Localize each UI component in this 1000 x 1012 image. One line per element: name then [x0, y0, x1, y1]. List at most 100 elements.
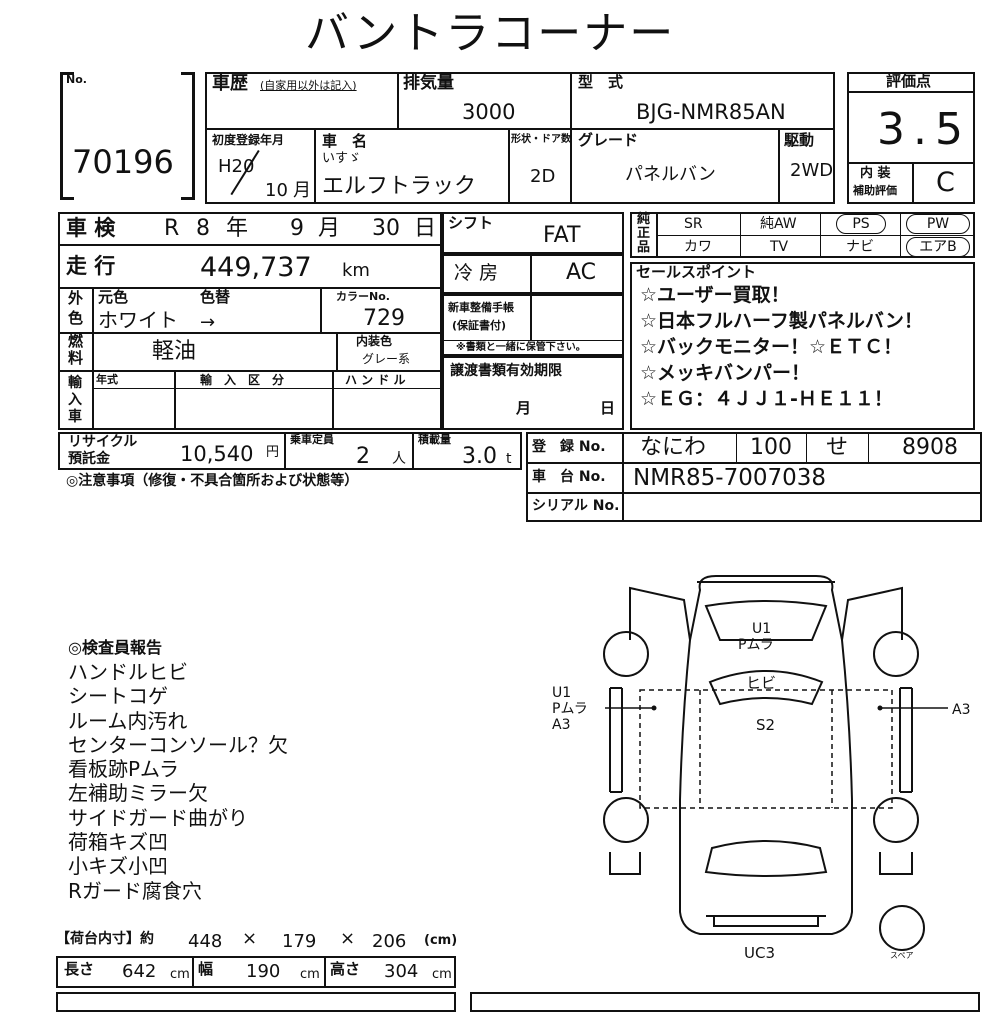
interior-color-value: グレー系: [362, 352, 411, 366]
diagram-spare-label: スペア: [890, 951, 914, 960]
tire-front-right: [873, 631, 919, 677]
cargo-unit: (cm): [424, 933, 458, 948]
report-item: 左補助ミラー欠: [68, 781, 208, 806]
report-item: シートコゲ: [68, 684, 168, 709]
width-value: 190: [246, 961, 281, 982]
report-item: サイドガード曲がり: [68, 805, 248, 830]
warranty-label-2: (保証書付): [452, 319, 507, 332]
report-item: ルーム内汚れ: [68, 708, 188, 733]
interior-score-label-2: 補助評価: [853, 184, 897, 197]
import-label-1: 輸: [68, 375, 82, 391]
shift-box: [442, 212, 624, 254]
transfer-label: 譲渡書類有効期限: [450, 363, 562, 379]
ac-value: AC: [566, 260, 597, 285]
report-item: 看板跡Pムラ: [68, 757, 180, 782]
registration-class: 100: [750, 435, 792, 460]
cargo-inner-width: 179: [282, 931, 317, 952]
color-code: 729: [363, 306, 405, 331]
mileage-value: 449,737: [200, 252, 312, 283]
color-code-label: カラーNo.: [336, 290, 390, 303]
first-reg-month: 10: [265, 180, 288, 201]
equip-pw: PW: [906, 214, 970, 234]
report-item: ハンドルヒビ: [68, 660, 188, 684]
cargo-inner-length: 448: [188, 931, 223, 952]
left-mirror: [629, 586, 691, 641]
height-label: 高さ: [330, 960, 361, 978]
inspection-year: 8: [196, 216, 210, 241]
report-item: 小キズ小凹: [68, 854, 168, 879]
import-handle-label: ハ ン ド ル: [345, 373, 406, 387]
inspection-year-unit: 年: [226, 216, 249, 241]
diagram-left-u1: U1: [552, 685, 572, 701]
inspection-month-unit: 月: [318, 216, 341, 241]
vehicle-damage-diagram: [603, 575, 948, 951]
interior-color-label: 内装色: [356, 334, 393, 348]
drive-value: 2WD: [790, 160, 834, 181]
import-type-label: 輸 入 区 分: [200, 373, 285, 387]
inspection-era: R: [164, 216, 180, 241]
spare-tire: [879, 905, 925, 951]
diagram-roof-u1: U1: [752, 621, 772, 637]
cargo-inner-height: 206: [372, 931, 407, 952]
inspection-label: 車 検: [66, 216, 116, 240]
rear-window: [704, 840, 828, 877]
registration-kana: せ: [826, 435, 849, 460]
warranty-label-1: 新車整備手帳: [448, 301, 514, 314]
displacement-value: 3000: [462, 100, 516, 124]
score-label: 評価点: [886, 72, 932, 90]
detail-table: [58, 212, 442, 430]
equipment-label-1: 純: [637, 212, 651, 227]
length-unit: cm: [170, 967, 190, 982]
registration-area: なにわ: [640, 435, 707, 460]
transfer-month-unit: 月: [516, 399, 532, 417]
color-arrow: →: [200, 312, 216, 333]
hood: [704, 600, 828, 641]
load-value: 3.0: [462, 444, 497, 469]
interior-score-value: C: [936, 167, 955, 198]
sales-point-item: ☆バックモニター！☆ＥＴＣ！: [640, 336, 903, 358]
tire-rear-right: [873, 797, 919, 843]
shift-label: シフト: [448, 214, 494, 232]
ac-label: 冷 房: [454, 262, 499, 284]
color-label-1: 外: [68, 289, 84, 307]
model-label: 型 式: [578, 73, 624, 91]
mileage-unit: km: [342, 260, 370, 281]
ac-box: [442, 254, 624, 294]
score-box: [847, 72, 975, 204]
diagram-glass-crack: ヒビ: [746, 674, 777, 692]
body-door-label: 形状・ドア数: [511, 134, 571, 145]
chassis-label: 車 台 No.: [532, 469, 606, 485]
drive-label: 駆動: [784, 131, 815, 149]
diagram-center-s2: S2: [756, 716, 776, 734]
recycle-value: 10,540: [180, 442, 254, 466]
sales-point-item: ☆日本フルハーフ製パネルバン！: [640, 310, 923, 332]
equip-aw: 純AW: [760, 216, 797, 232]
first-reg-label: 初度登録年月: [212, 133, 285, 147]
mileage-label: 走 行: [66, 254, 116, 278]
page-title: バントラコーナー: [305, 8, 676, 59]
diagram-left-pmura: Pムラ: [552, 701, 588, 717]
lot-number: 70196: [72, 143, 174, 181]
transfer-box: [442, 356, 624, 430]
bottom-cut-box-right: [470, 992, 980, 1012]
body-outline: [679, 575, 853, 935]
shift-value: FAT: [543, 223, 581, 248]
capacity-label: 乗車定員: [290, 433, 334, 446]
grade-value: パネルバン: [625, 164, 716, 185]
bottom-cut-box-left: [56, 992, 456, 1012]
cargo-box-dashed: [639, 689, 893, 809]
tire-rear-left: [603, 797, 649, 843]
interior-score-label-1: 内 装: [860, 166, 891, 181]
length-label: 長さ: [64, 960, 95, 978]
load-label: 積載量: [418, 433, 451, 446]
car-name-label: 車 名: [322, 132, 368, 150]
inspection-day: 30: [372, 216, 400, 241]
width-unit: cm: [300, 967, 320, 982]
recycle-row: [58, 432, 522, 470]
sales-points-box: [630, 262, 975, 430]
history-label: 車歴: [212, 73, 248, 94]
sales-point-item: ☆ユーザー買取！: [640, 284, 790, 306]
sales-points-label: セールスポイント: [636, 263, 757, 281]
recycle-unit: 円: [266, 445, 280, 460]
capacity-value: 2: [356, 444, 370, 469]
